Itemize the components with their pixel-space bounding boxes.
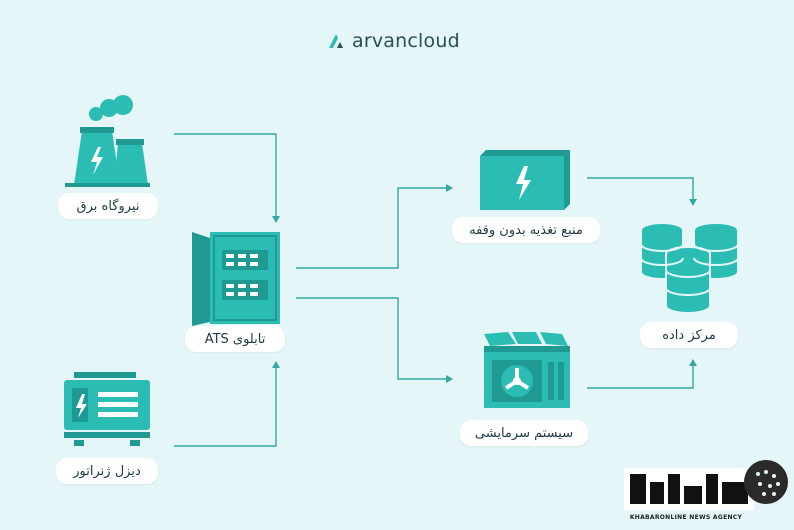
news-agency-logo xyxy=(624,460,788,510)
generator-icon xyxy=(64,372,150,446)
brand-name: arvancloud xyxy=(352,30,460,52)
news-agency-caption: KHABARONLINE NEWS AGENCY xyxy=(629,514,743,521)
wire-generator-to-ats xyxy=(174,361,280,447)
ats-cabinet-icon xyxy=(192,232,280,326)
datacenter-label: مرکز داده xyxy=(640,322,738,348)
power-plant-label: نیروگاه برق xyxy=(58,193,158,219)
wire-plant-to-ats xyxy=(174,133,280,223)
cooling-label: سیستم سرمایشی xyxy=(460,420,588,446)
brand-logo: arvancloud xyxy=(326,29,460,53)
wire-cooling-to-datacenter xyxy=(587,359,697,389)
wire-ups-to-datacenter xyxy=(587,177,697,206)
cooling-unit-icon xyxy=(484,332,570,408)
database-servers-icon xyxy=(640,222,739,314)
diesel-generator-label: دیزل ژنراتور xyxy=(56,458,158,484)
brand-mark-icon xyxy=(329,34,343,48)
wire-ats-to-ups xyxy=(296,184,453,269)
ups-battery-icon xyxy=(480,150,570,210)
ats-panel-label: تابلوی ATS xyxy=(185,326,285,352)
ups-label: منبع تغذیه بدون وقفه xyxy=(452,217,600,243)
power-plant-icon xyxy=(65,95,150,187)
wire-ats-to-cooling xyxy=(296,297,453,383)
